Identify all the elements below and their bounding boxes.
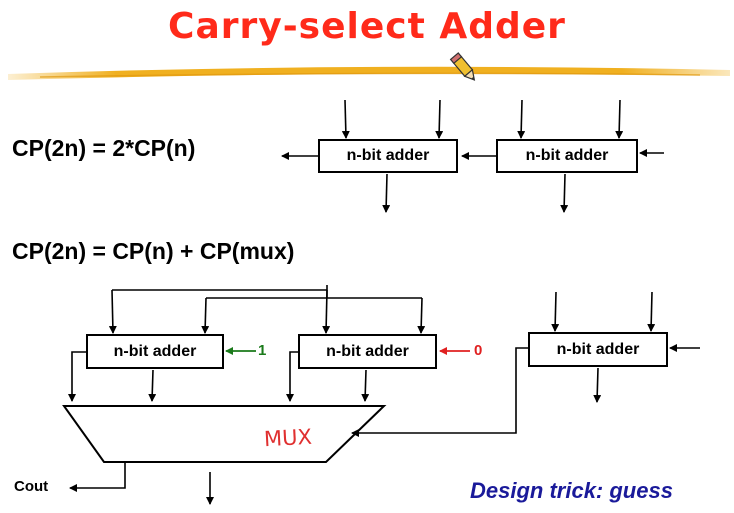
- equation-ripple: CP(2n) = 2*CP(n): [12, 135, 196, 161]
- top-ripple-diagram-wires: [281, 99, 664, 213]
- design-trick-caption: Design trick: guess: [470, 478, 673, 503]
- carry-in-guess-1: 1: [258, 342, 267, 359]
- mux-label: MUX: [263, 424, 313, 452]
- carry-select-wires: [62, 285, 700, 505]
- adder-lower-bits: n-bit adder: [528, 332, 668, 367]
- pencil-icon: [449, 52, 476, 81]
- adder-guess-0: n-bit adder: [298, 334, 437, 369]
- cout-label: Cout: [14, 478, 49, 495]
- equation-carry-select: CP(2n) = CP(n) + CP(mux): [12, 238, 295, 264]
- title-underline: [8, 66, 730, 80]
- top-right-adder: n-bit adder: [496, 139, 638, 173]
- adder-guess-1: n-bit adder: [86, 334, 224, 369]
- mux-shape: [62, 405, 387, 463]
- carry-in-guess-0: 0: [474, 342, 483, 359]
- slide-title: Carry-select Adder: [168, 6, 566, 47]
- top-left-adder: n-bit adder: [318, 139, 458, 173]
